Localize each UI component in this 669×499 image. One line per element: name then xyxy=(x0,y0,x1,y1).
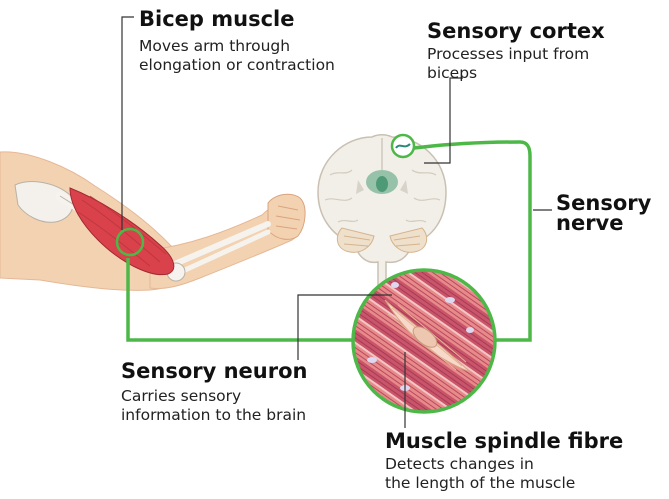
bicep-desc-line-2: elongation or contraction xyxy=(139,56,335,75)
bicep-description: Moves arm through elongation or contract… xyxy=(139,37,335,75)
bicep-label: Bicep muscle Moves arm through elongatio… xyxy=(139,8,335,75)
spindle-desc-line-1: Detects changes in xyxy=(385,455,623,474)
spindle-description: Detects changes in the length of the mus… xyxy=(385,455,623,493)
arm-illustration xyxy=(0,152,305,291)
spindle-desc-line-2: the length of the muscle xyxy=(385,474,623,493)
spindle-title: Muscle spindle fibre xyxy=(385,430,623,452)
neuron-description: Carries sensory information to the brain xyxy=(121,387,307,425)
nerve-label: Sensory nerve xyxy=(556,193,651,233)
nerve-title-line-2: nerve xyxy=(556,213,651,233)
cortex-label: Sensory cortex Processes input from bice… xyxy=(427,20,605,83)
nerve-title: Sensory nerve xyxy=(556,193,651,233)
nerve-title-line-1: Sensory xyxy=(556,193,651,213)
spindle-magnified-illustration xyxy=(340,260,510,430)
neuron-title: Sensory neuron xyxy=(121,360,307,382)
bicep-title: Bicep muscle xyxy=(139,8,335,30)
cortex-desc-line-1: Processes input from xyxy=(427,45,605,64)
cortex-description: Processes input from biceps xyxy=(427,45,605,83)
neuron-desc-line-2: information to the brain xyxy=(121,406,307,425)
cortex-desc-line-2: biceps xyxy=(427,64,605,83)
neuron-label: Sensory neuron Carries sensory informati… xyxy=(121,360,307,425)
neuron-desc-line-1: Carries sensory xyxy=(121,387,307,406)
spindle-label: Muscle spindle fibre Detects changes in … xyxy=(385,430,623,493)
cortex-title: Sensory cortex xyxy=(427,20,605,42)
brain-illustration xyxy=(318,135,446,290)
bicep-desc-line-1: Moves arm through xyxy=(139,37,335,56)
